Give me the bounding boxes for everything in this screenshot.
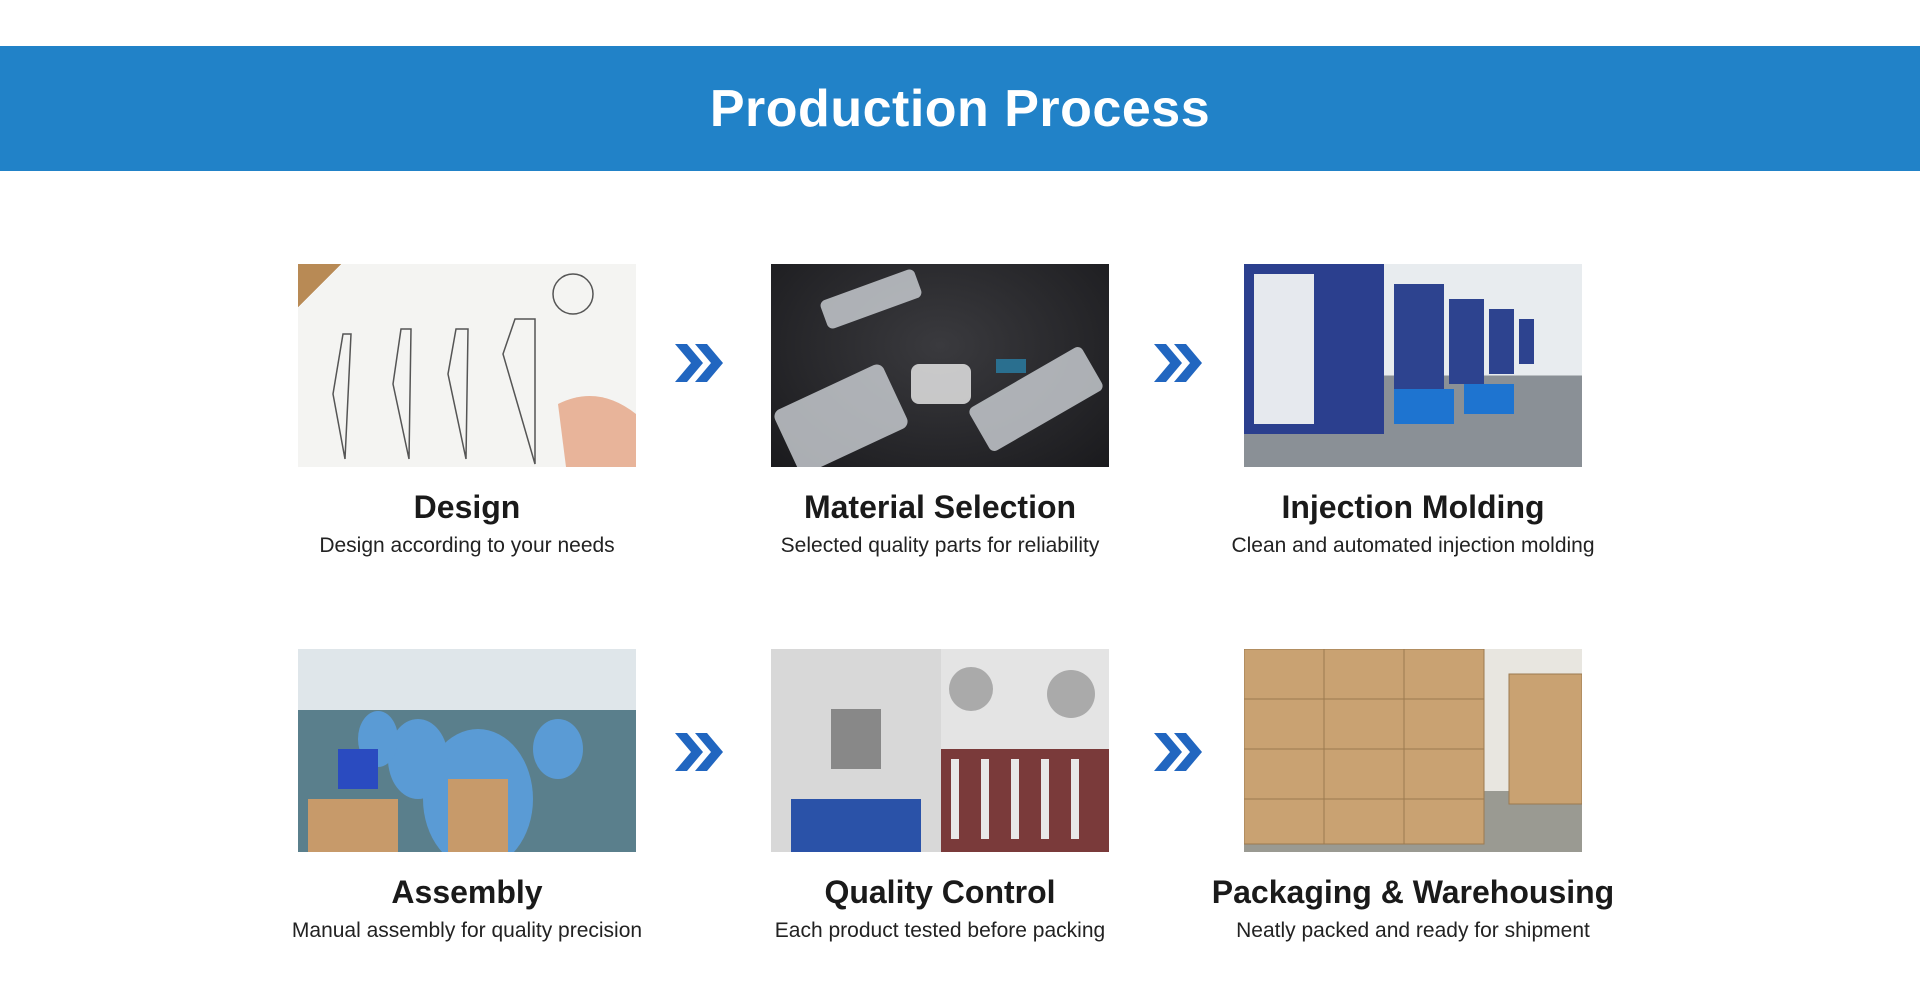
step-subtitle: Clean and automated injection molding [1231, 534, 1595, 557]
step-title: Material Selection [803, 489, 1077, 525]
step-subtitle: Selected quality parts for reliability [780, 534, 1100, 557]
material-parts-image [771, 264, 1109, 467]
step-title: Injection Molding [1281, 489, 1545, 525]
double-chevron-right-icon [1154, 344, 1202, 382]
double-chevron-right-icon [675, 344, 723, 382]
step-assembly: Assembly Manual assembly for quality pre… [237, 649, 697, 943]
step-title: Assembly [391, 874, 543, 910]
step-injection-molding: Injection Molding Clean and automated in… [1183, 264, 1643, 558]
page-title: Production Process [709, 79, 1211, 138]
double-chevron-right-icon [1154, 733, 1202, 771]
step-subtitle: Manual assembly for quality precision [291, 919, 643, 942]
quality-testing-image [771, 649, 1109, 852]
warehouse-boxes-image [1244, 649, 1582, 852]
double-chevron-right-icon [675, 733, 723, 771]
injection-molding-image [1244, 264, 1582, 467]
step-subtitle: Neatly packed and ready for shipment [1236, 919, 1590, 942]
header-banner: Production Process [0, 46, 1920, 171]
step-title: Quality Control [824, 874, 1056, 910]
design-sketch-image [298, 264, 636, 467]
step-title: Packaging & Warehousing [1211, 874, 1615, 910]
step-quality-control: Quality Control Each product tested befo… [710, 649, 1170, 943]
step-packaging-warehousing: Packaging & Warehousing Neatly packed an… [1183, 649, 1643, 943]
step-subtitle: Design according to your needs [319, 534, 615, 557]
step-design: Design Design according to your needs [237, 264, 697, 558]
step-subtitle: Each product tested before packing [774, 919, 1106, 942]
step-title: Design [413, 489, 521, 525]
step-material-selection: Material Selection Selected quality part… [710, 264, 1170, 558]
assembly-line-image [298, 649, 636, 852]
